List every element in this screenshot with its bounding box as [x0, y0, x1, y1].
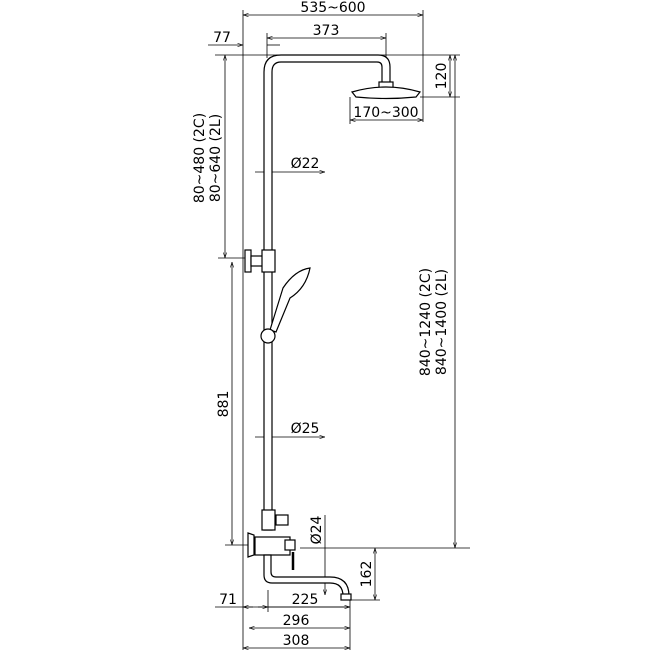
dimension-lines [208, 15, 455, 648]
dimension-label: Ø25 [291, 421, 320, 437]
shower-column [244, 54, 422, 601]
dimension-label: Ø22 [291, 156, 320, 172]
dimension-label: 77 [213, 30, 231, 46]
dimension-labels: 535~600 373 77 170~300 120 80~480 (2C) 8… [192, 0, 450, 649]
wall-bracket [244, 249, 252, 273]
dimension-label: 840~1400 (2L) [434, 269, 450, 375]
dimension-label: 535~600 [300, 0, 365, 16]
dimension-label: 225 [292, 592, 319, 608]
spout [263, 554, 350, 597]
hand-shower [269, 267, 311, 333]
dimension-label: 80~480 (2C) [192, 113, 208, 203]
dimension-label: 120 [434, 63, 450, 90]
dimension-label: Ø24 [309, 515, 325, 544]
dimension-label: 80~640 (2L) [208, 114, 224, 202]
dimension-label: 308 [283, 633, 310, 649]
dimension-label: 840~1240 (2C) [418, 268, 434, 376]
dimension-label: 162 [359, 561, 375, 588]
wall-flange [247, 532, 255, 558]
dimension-label: 373 [313, 23, 340, 39]
rain-shower-head [350, 86, 422, 100]
dimension-label: 170~300 [353, 105, 418, 121]
dimension-label: 296 [283, 613, 310, 629]
dimension-label: 881 [216, 391, 232, 418]
slider [261, 249, 276, 273]
dimension-label: 71 [219, 592, 237, 608]
